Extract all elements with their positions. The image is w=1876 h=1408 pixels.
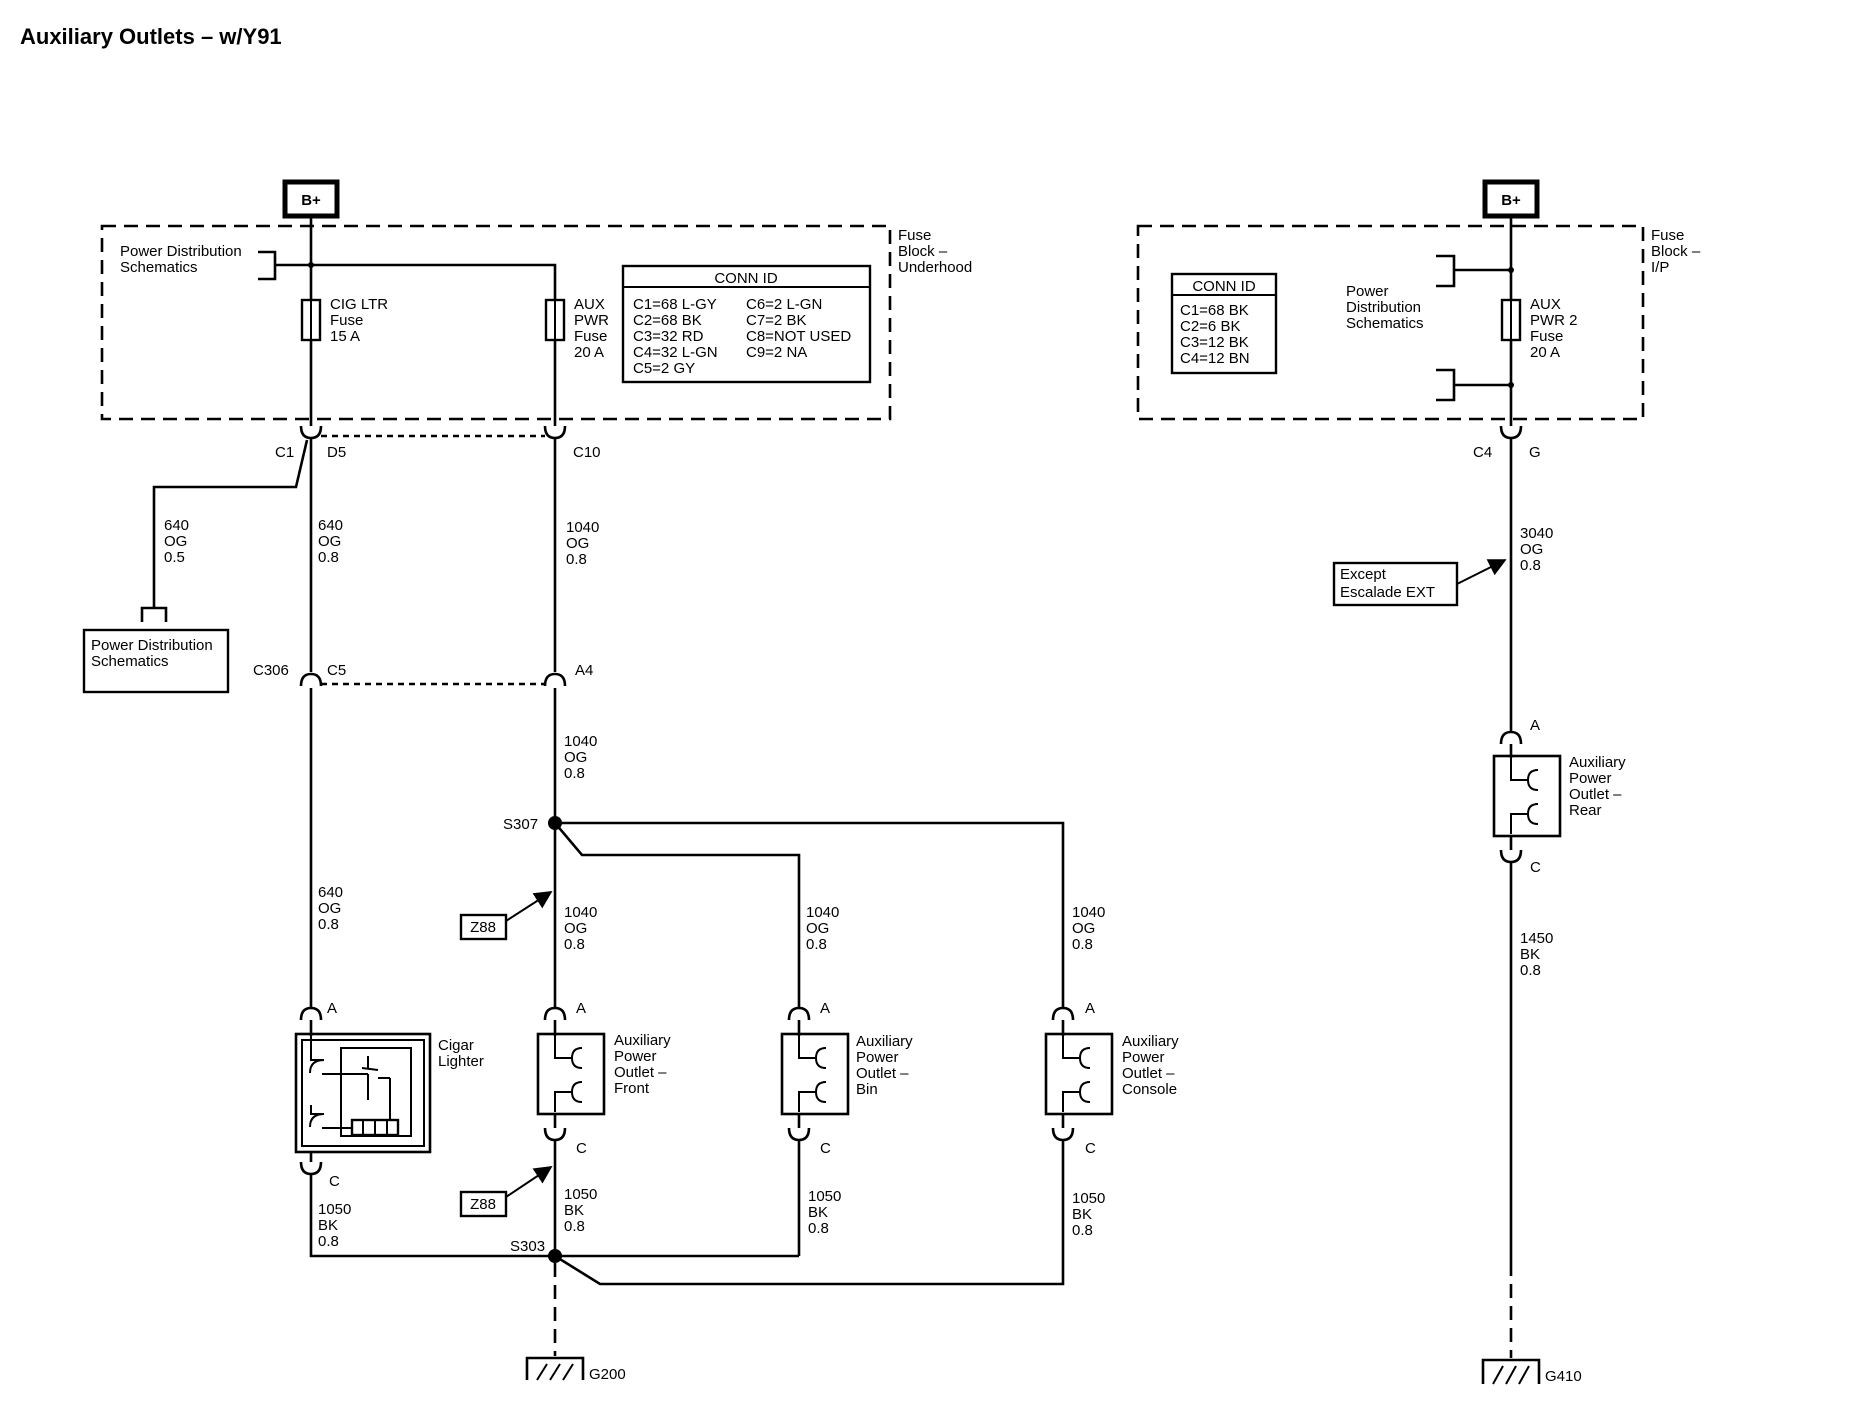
wire-1050-lighter: 1050 BK 0.8 <box>318 1201 356 1250</box>
svg-text:AUX PWR Fuse: AUX PWR Fuse 20 A <box>574 296 613 361</box>
ground-g200: G200 <box>525 1356 626 1383</box>
wire-640-og-08-top: 640 OG 0.8 <box>318 517 347 566</box>
svg-text:C6=2 L-GN C7=2 BK: C6=2 L-GN C7=2 BK C8=NOT USED C9=2 NA <box>746 296 855 361</box>
svg-text:C306: C306 <box>253 662 289 679</box>
connector-c10: C10 <box>543 425 601 461</box>
wire-1050-bin: 1050 BK 0.8 <box>808 1188 846 1237</box>
svg-text:Except Escalade EXT: Except Escalade EXT <box>1340 566 1435 601</box>
svg-text:A: A <box>1530 717 1540 734</box>
fuse-block-ip: Fuse Block – I/P CONN ID C1=68 BK C2=6 B… <box>1136 224 1704 426</box>
wire-640-og-05: 640 OG 0.5 <box>164 517 193 566</box>
svg-text:Power Distribution Schem: Power Distribution Schematics <box>91 637 217 670</box>
svg-text:C: C <box>576 1140 587 1157</box>
svg-text:CONN ID: CONN ID <box>1192 278 1256 295</box>
svg-text:Auxiliary Power Ou: Auxiliary Power Outlet – Console <box>1122 1033 1183 1098</box>
svg-text:Cigar Lighter: Cigar Lighter <box>438 1037 484 1070</box>
aux-outlet-rear: A C Auxiliary Power Outlet – Rear <box>1492 717 1630 876</box>
wire-1040-console: 1040 OG 0.8 <box>1072 904 1110 953</box>
pds-box-left: Power Distribution Schematics <box>82 628 230 694</box>
wire-1450: 1450 BK 0.8 <box>1520 930 1558 979</box>
svg-text:S307: S307 <box>503 816 538 833</box>
wire-1050-console: 1050 BK 0.8 <box>1072 1190 1110 1239</box>
svg-text:G200: G200 <box>589 1366 626 1383</box>
svg-text:Z88: Z88 <box>470 919 496 936</box>
option-z88-lower: Z88 <box>459 1166 553 1218</box>
svg-text:A4: A4 <box>575 662 593 679</box>
svg-text:B+: B+ <box>301 192 321 209</box>
wire-1040-bin: 1040 OG 0.8 <box>806 904 844 953</box>
aux-outlet-front: A C Auxiliary Power Outlet – Front <box>536 1000 675 1157</box>
wire-1040-mid: 1040 OG 0.8 <box>564 733 602 782</box>
option-z88-upper: Z88 <box>459 891 553 941</box>
svg-text:C: C <box>329 1173 340 1190</box>
svg-text:D5: D5 <box>327 444 346 461</box>
svg-text:Auxiliary Power Ou: Auxiliary Power Outlet – Front <box>614 1032 675 1097</box>
svg-text:C1=68 BK C2=6 BK: C1=68 BK C2=6 BK C3=12 BK C4=12 BN <box>1180 302 1253 367</box>
bplus-right: B+ <box>1482 179 1540 219</box>
fuse-block-ip-label: Fuse Block – I/P <box>1651 227 1704 276</box>
connector-c306: C306 C5 <box>253 662 346 687</box>
wire-1040-front: 1040 OG 0.8 <box>564 904 602 953</box>
wire-640-og-08-low: 640 OG 0.8 <box>318 884 347 933</box>
svg-text:G: G <box>1529 444 1541 461</box>
svg-text:C5: C5 <box>327 662 346 679</box>
svg-text:A: A <box>820 1000 830 1017</box>
svg-text:C4: C4 <box>1473 444 1492 461</box>
svg-text:Z88: Z88 <box>470 1196 496 1213</box>
svg-text:C: C <box>1085 1140 1096 1157</box>
svg-text:CIG LTR Fuse 15 A: CIG LTR Fuse 15 A <box>330 296 392 345</box>
ground-g410: G410 <box>1481 1358 1582 1385</box>
wire-1040-top: 1040 OG 0.8 <box>566 519 604 568</box>
splice-s307: S307 <box>503 816 562 833</box>
svg-text:CONN ID: CONN ID <box>714 270 778 287</box>
svg-text:AUX PWR 2 Fuse: AUX PWR 2 Fuse 20 A <box>1530 296 1582 361</box>
wire-1050-front: 1050 BK 0.8 <box>564 1186 602 1235</box>
connector-a4: A4 <box>543 662 593 687</box>
splice-s303: S303 <box>510 1238 562 1263</box>
svg-text:G410: G410 <box>1545 1368 1582 1385</box>
svg-text:C: C <box>820 1140 831 1157</box>
connector-c1-d5: C1 D5 <box>275 425 346 461</box>
cigar-lighter: A C Cigar Lighter <box>294 1000 484 1190</box>
aux-outlet-console: A C Auxiliary Power Outlet – Console <box>1044 1000 1183 1157</box>
conn-id-table-ip: CONN ID C1=68 BK C2=6 BK C3=12 BK C4=12 … <box>1170 272 1278 375</box>
page-title: Auxiliary Outlets – w/Y91 <box>20 24 282 49</box>
fuse-block-underhood: Fuse Block – Underhood Power Distributio… <box>100 224 972 426</box>
svg-text:C1=68 L-GY C2=68 BK: C1=68 L-GY C2=68 BK C3=32 RD C4=32 L-GN … <box>633 296 722 377</box>
svg-text:A: A <box>576 1000 586 1017</box>
svg-text:C1: C1 <box>275 444 294 461</box>
svg-text:A: A <box>1085 1000 1095 1017</box>
aux-outlet-bin: A C Auxiliary Power Outlet – Bin <box>780 1000 917 1157</box>
pds-label-ip: Power Distribution Schematics <box>1346 283 1425 332</box>
svg-text:Auxiliary Power Ou: Auxiliary Power Outlet – Bin <box>856 1033 917 1098</box>
connector-c4-g: C4 G <box>1473 425 1541 461</box>
svg-text:Auxiliary Power Ou: Auxiliary Power Outlet – Rear <box>1569 754 1630 819</box>
bplus-left: B+ <box>282 179 340 219</box>
conn-id-table-underhood: CONN ID C1=68 L-GY C2=68 BK C3=32 RD C4=… <box>621 264 872 384</box>
wire-3040: 3040 OG 0.8 <box>1520 525 1558 574</box>
svg-text:C10: C10 <box>573 444 601 461</box>
svg-text:A: A <box>327 1000 337 1017</box>
pds-label-underhood: Power Distribution Schematics <box>120 243 246 276</box>
fuse-block-underhood-label: Fuse Block – Underhood <box>898 227 972 276</box>
option-except-escalade-ext: Except Escalade EXT <box>1332 559 1507 607</box>
svg-text:C: C <box>1530 859 1541 876</box>
svg-text:B+: B+ <box>1501 192 1521 209</box>
svg-text:S303: S303 <box>510 1238 545 1255</box>
